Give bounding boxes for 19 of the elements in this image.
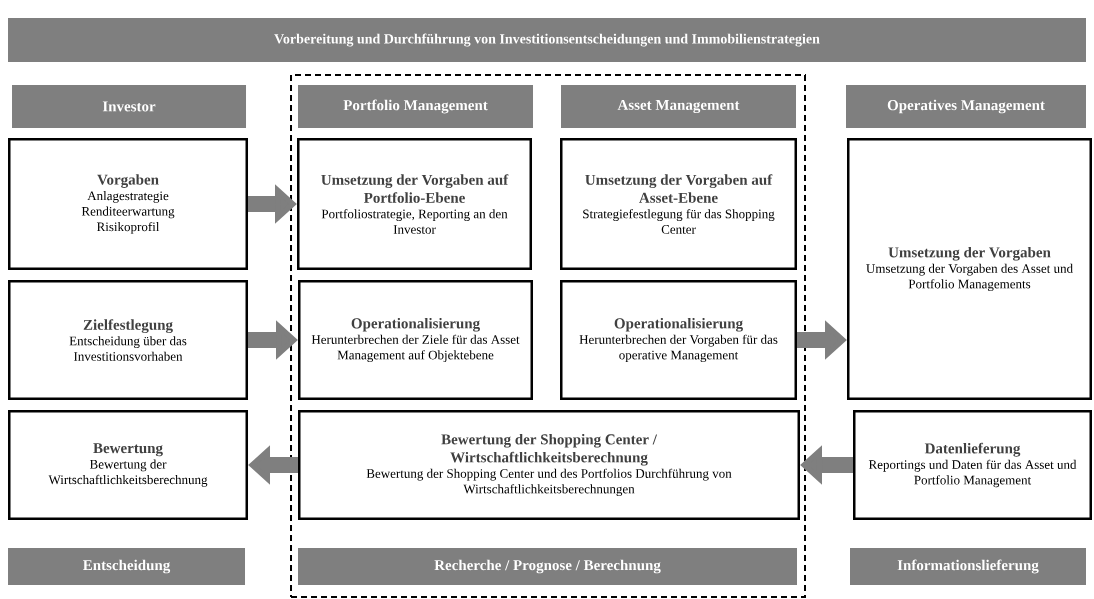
process-box: Umsetzung der Vorgaben auf Asset-Ebene Strategiefestlegung für das Shopping Center [560,138,797,270]
process-box: Bewertung der Shopping Center / Wirtschaftlichkeitsberechnung Bewertung der Shopping Center und des Portfolios Durchführung von Wirtschaftlichkeitsberechnungen [298,410,800,520]
footer-band: Informationslieferung [850,548,1086,585]
header-band: Portfolio Management [298,85,533,128]
process-box: Operationalisierung Herunterbrechen der Vorgaben für das operative Management [560,280,797,400]
process-box: Operationalisierung Herunterbrechen der Ziele für das Asset Management auf Objektebene [298,280,533,400]
process-box: Datenlieferung Reportings und Daten für das Asset und Portfolio Management [853,410,1092,520]
footer-band: Entscheidung [8,548,245,585]
process-box: Zielfestlegung Entscheidung über das Investitionsvorhaben [8,280,248,400]
title-band: Vorbereitung und Durchführung von Investitionsentscheidungen und Immobilienstrategien [8,18,1086,62]
process-box: Bewertung Bewertung der Wirtschaftlichkeitsberechnung [8,410,248,520]
process-box: Vorgaben Anlagestrategie Renditeerwartung Risikoprofil [8,138,248,270]
footer-band: Recherche / Prognose / Berechnung [298,548,797,585]
dashed-frame [290,74,806,598]
process-box: Umsetzung der Vorgaben auf Portfolio-Ebene Portfoliostrategie, Reporting an den Investor [297,138,532,270]
header-band: Operatives Management [846,85,1086,128]
header-band: Investor [12,85,246,128]
process-box: Umsetzung der Vorgaben Umsetzung der Vorgaben des Asset und Portfolio Managements [847,138,1092,400]
header-band: Asset Management [561,85,796,128]
